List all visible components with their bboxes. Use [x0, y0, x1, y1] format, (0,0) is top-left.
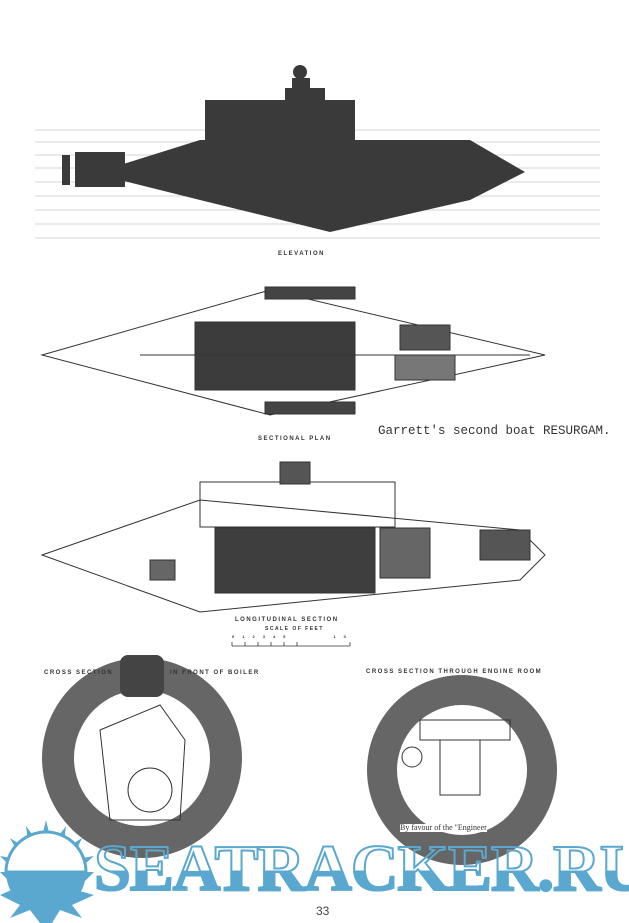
- page-number: 33: [316, 904, 330, 918]
- sectional-plan-drawing: [40, 286, 546, 416]
- longitudinal-section-label: LONGITUDINAL SECTION: [235, 617, 339, 623]
- credit-line: By favour of the "Engineer: [400, 823, 487, 832]
- cross-section-right-label: CROSS SECTION THROUGH ENGINE ROOM: [366, 669, 543, 675]
- cross-section-left: [42, 655, 242, 858]
- figure-caption: Garrett's second boat RESURGAM.: [378, 424, 611, 438]
- watermark-sun-icon: [0, 820, 94, 923]
- cross-section-left-label2: IN FRONT OF BOILER: [170, 670, 260, 676]
- elevation-label: ELEVATION: [278, 251, 325, 257]
- scale-bar: [231, 642, 351, 647]
- elevation-drawing: [62, 65, 525, 232]
- sectional-plan-label: SECTIONAL PLAN: [258, 436, 332, 442]
- cross-section-left-label: CROSS SECTION: [44, 670, 114, 676]
- longitudinal-section-drawing: [40, 461, 546, 613]
- watermark-text: SEATRACKER.RU: [93, 835, 629, 903]
- cross-section-right: [367, 675, 557, 865]
- scale-label: SCALE OF FEET: [265, 626, 324, 632]
